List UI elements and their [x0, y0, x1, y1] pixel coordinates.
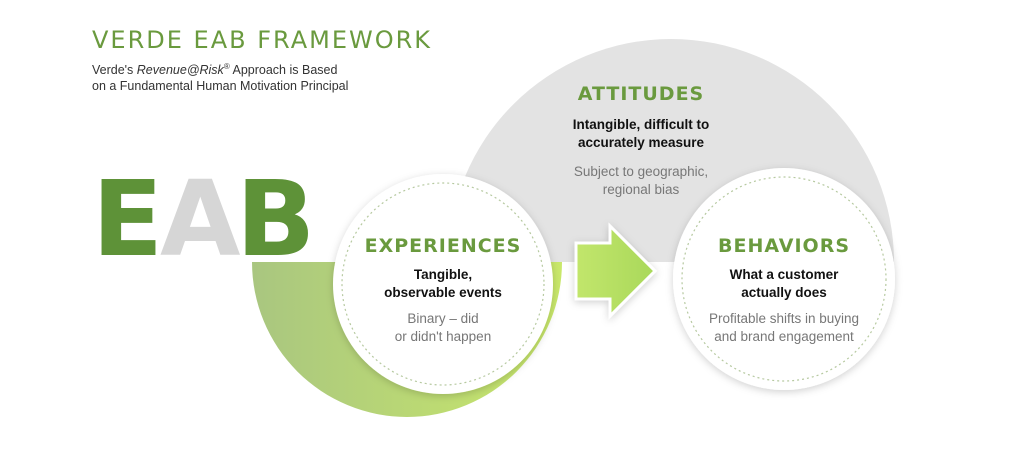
behaviors-block: BEHAVIORS What a customer actually does …: [684, 235, 884, 346]
experiences-bold-2: observable events: [384, 285, 502, 300]
subtitle-line-2: on a Fundamental Human Motivation Princi…: [92, 79, 349, 94]
page-subtitle: Verde's Revenue@Risk® Approach is Based …: [92, 59, 348, 94]
subtitle-line-1: Verde's Revenue@Risk® Approach is Based: [92, 59, 348, 78]
experiences-bold-1: Tangible,: [413, 267, 473, 282]
attitudes-bold-2: accurately measure: [577, 135, 705, 150]
experiences-light-2: or didn't happen: [394, 329, 492, 344]
logo-letter-a: A: [160, 158, 241, 280]
behaviors-bold-1: What a customer: [729, 267, 839, 282]
experiences-light-1: Binary – did: [407, 311, 479, 326]
arrow-icon: [574, 222, 658, 320]
experiences-block: EXPERIENCES Tangible, observable events …: [343, 235, 543, 346]
attitudes-title: ATTITUDES: [577, 83, 705, 105]
experiences-title: EXPERIENCES: [364, 235, 522, 257]
subtitle-prefix: Verde's: [92, 63, 137, 78]
behaviors-ring-icon: [681, 176, 887, 382]
attitudes-block: ATTITUDES Intangible, difficult to accur…: [521, 83, 761, 199]
behaviors-light-1: Profitable shifts in buying: [708, 311, 860, 326]
attitudes-light-1: Subject to geographic,: [573, 164, 709, 179]
logo-letter-b: B: [236, 158, 315, 280]
behaviors-circle: [673, 168, 895, 390]
logo-letter-e: E: [92, 158, 163, 280]
behaviors-light-2: and brand engagement: [714, 329, 854, 344]
page-title: VERDE EAB FRAMEWORK: [92, 26, 433, 54]
subtitle-suffix: Approach is Based: [229, 63, 338, 78]
subtitle-reg: ®: [223, 62, 230, 71]
attitudes-light-2: regional bias: [602, 182, 680, 197]
behaviors-bold-2: actually does: [741, 285, 827, 300]
attitudes-bold-1: Intangible, difficult to: [572, 117, 710, 132]
experiences-circle: [333, 174, 553, 394]
behaviors-title: BEHAVIORS: [717, 235, 851, 257]
subtitle-italic: Revenue@Risk: [136, 63, 224, 78]
experiences-ring-icon: [341, 182, 545, 386]
